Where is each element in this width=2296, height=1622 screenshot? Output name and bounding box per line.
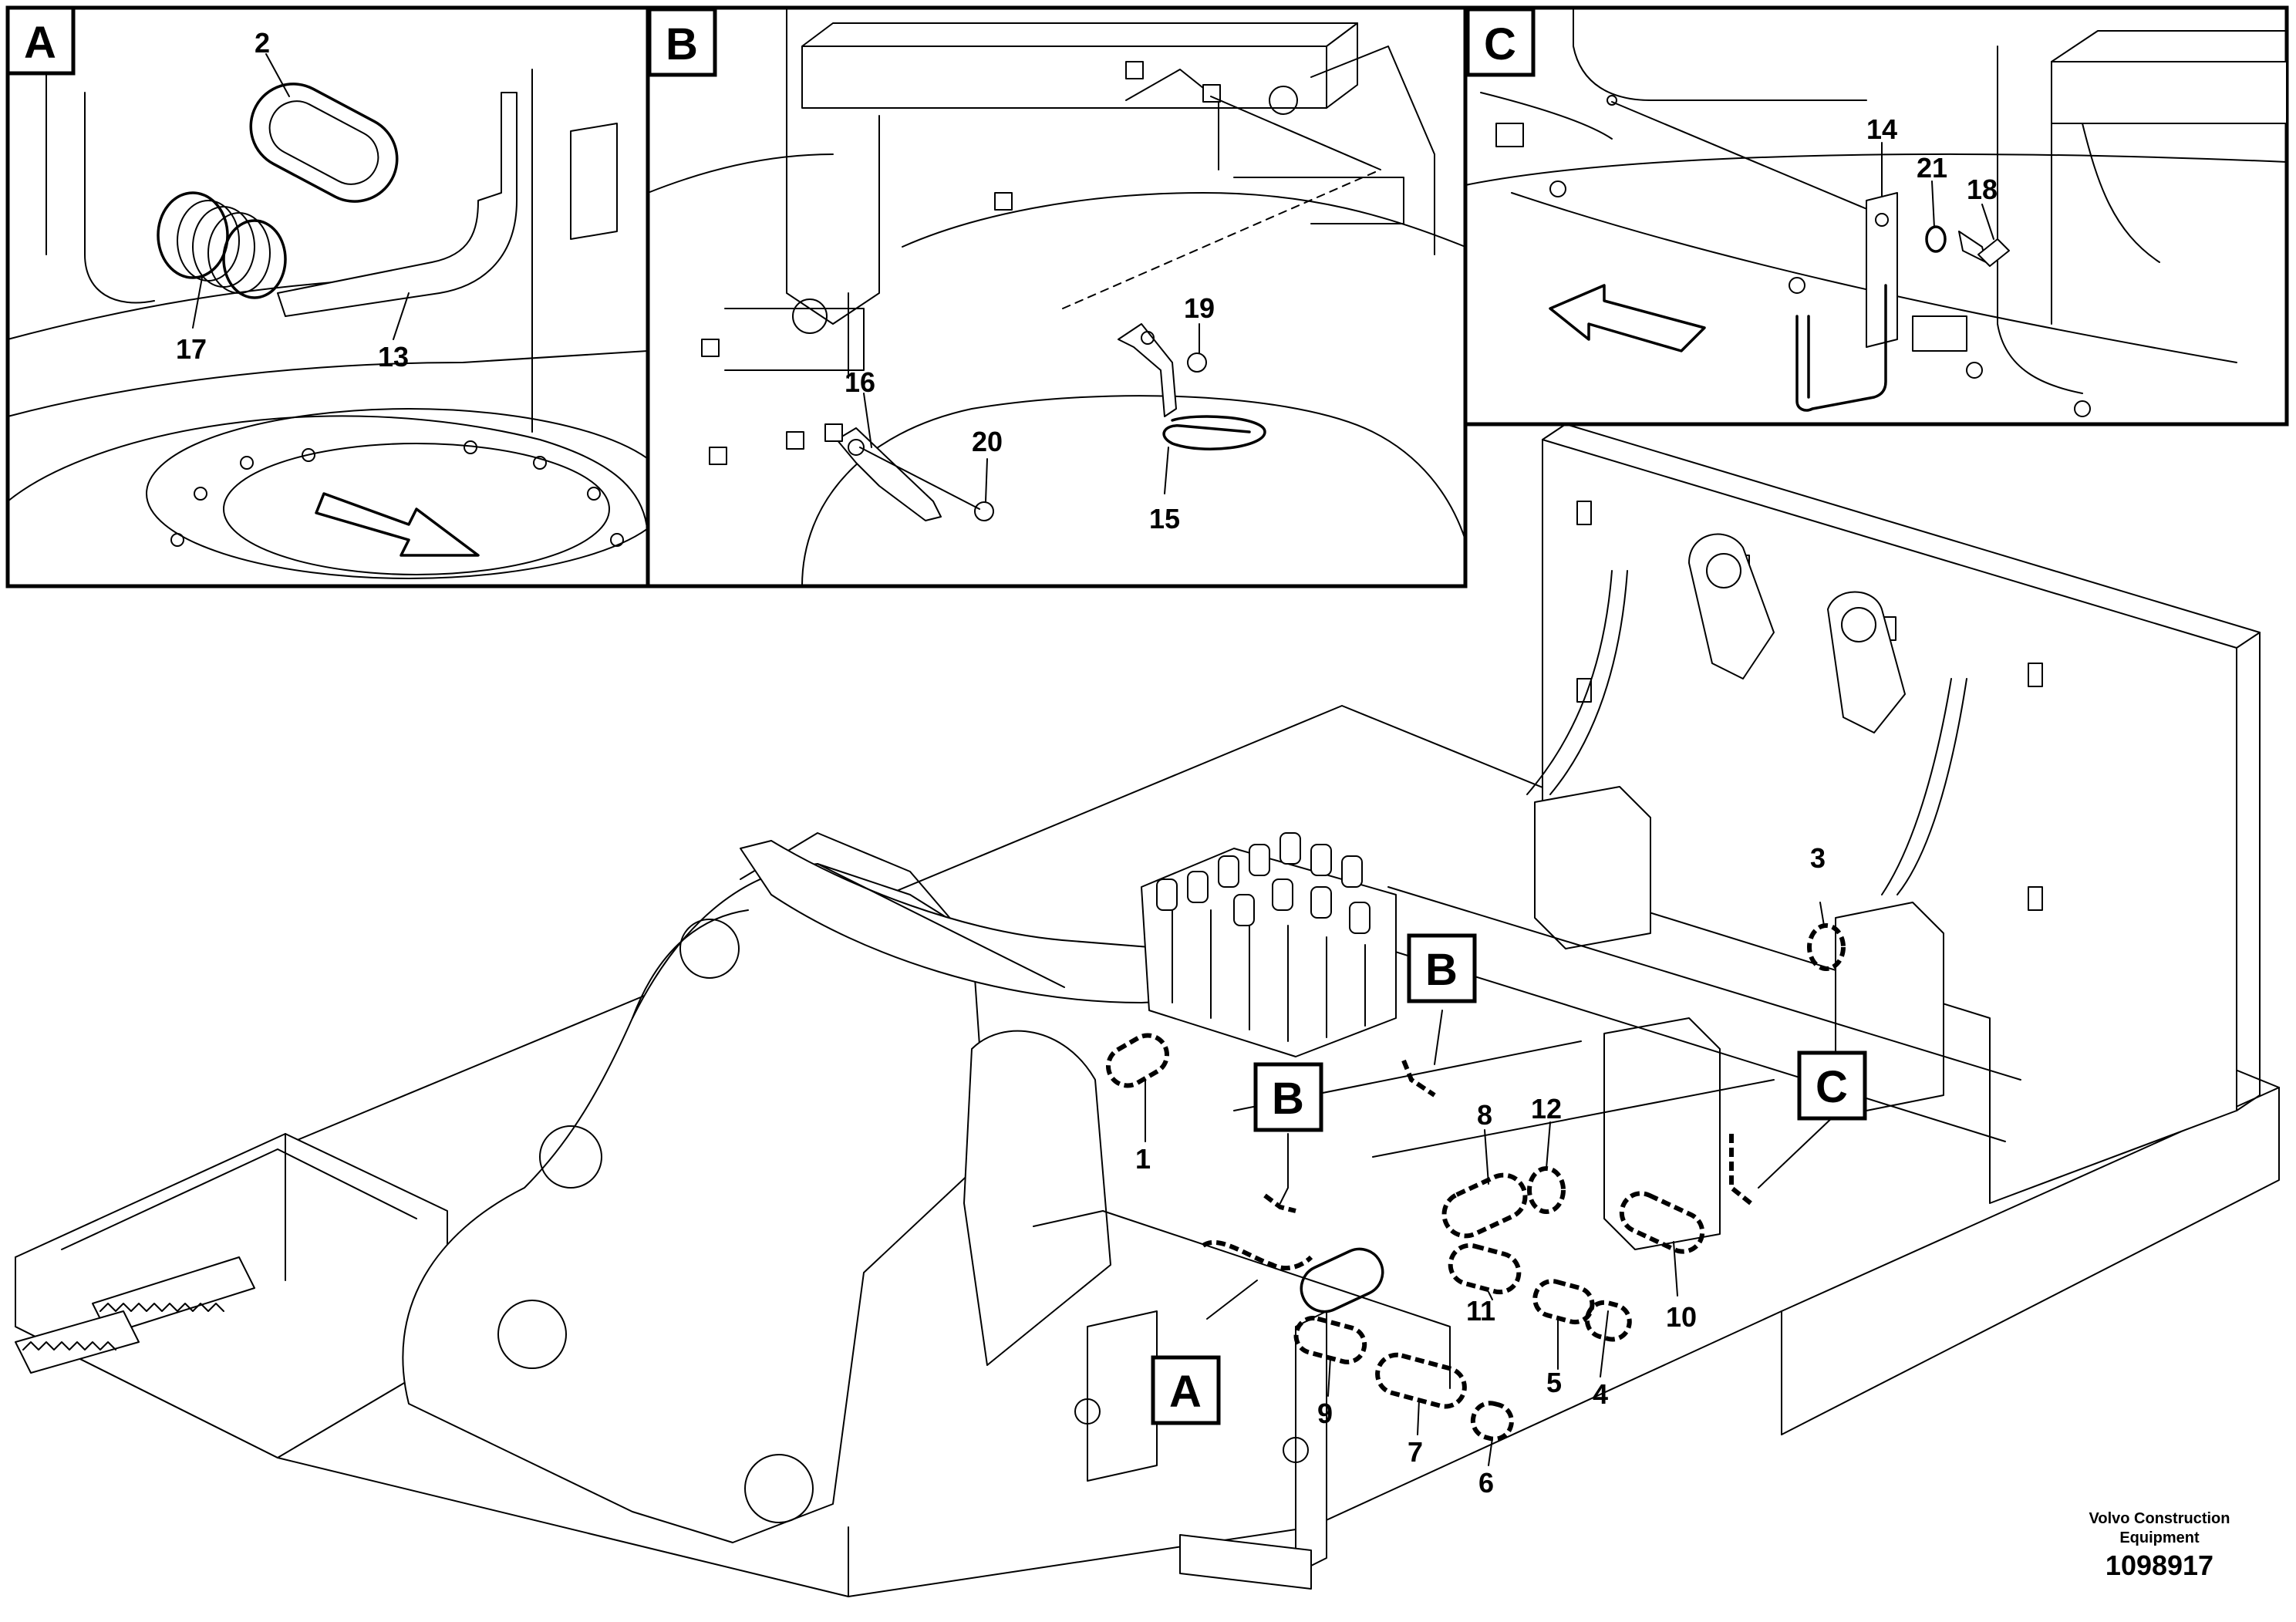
main-assembly-view: 1 3 4 5 6 7 8 9 10 11 12 B B A C xyxy=(15,423,2280,1597)
callout-11: 11 xyxy=(1466,1295,1495,1327)
callout-8: 8 xyxy=(1477,1099,1492,1131)
callout-21: 21 xyxy=(1917,152,1947,184)
detail-tag-a: A xyxy=(24,18,56,68)
callout-5: 5 xyxy=(1546,1367,1562,1398)
drawing-number: 1098917 xyxy=(2106,1549,2213,1581)
callout-10: 10 xyxy=(1666,1301,1697,1333)
control-valve xyxy=(1141,832,1397,1057)
callout-2: 2 xyxy=(255,27,270,59)
footer-block: Volvo Construction Equipment 1098917 xyxy=(2089,1510,2230,1581)
company-name-line2: Equipment xyxy=(2119,1529,2200,1546)
main-tag-a: A xyxy=(1169,1367,1202,1417)
callout-3: 3 xyxy=(1810,842,1826,874)
callout-12: 12 xyxy=(1531,1093,1562,1125)
detail-tag-c: C xyxy=(1484,19,1516,69)
main-tag-c: C xyxy=(1816,1062,1848,1112)
callout-1: 1 xyxy=(1135,1143,1151,1175)
callout-15: 15 xyxy=(1149,503,1180,534)
callout-4: 4 xyxy=(1593,1378,1608,1410)
callout-9: 9 xyxy=(1317,1398,1333,1429)
callout-14: 14 xyxy=(1866,113,1897,145)
detail-tag-b: B xyxy=(666,19,698,69)
callout-6: 6 xyxy=(1478,1467,1494,1499)
callout-13: 13 xyxy=(378,341,409,373)
callout-20: 20 xyxy=(972,426,1003,457)
callout-19: 19 xyxy=(1184,292,1215,324)
callout-7: 7 xyxy=(1408,1436,1423,1468)
main-tag-b-lower: B xyxy=(1272,1074,1304,1124)
callout-16: 16 xyxy=(845,366,875,398)
company-name-line1: Volvo Construction xyxy=(2089,1510,2230,1527)
detail-view-a: 2 17 13 A xyxy=(5,5,672,588)
main-tag-b-upper: B xyxy=(1425,945,1458,995)
callout-18: 18 xyxy=(1967,174,1998,205)
detail-view-c: 14 21 18 C xyxy=(1463,5,2289,427)
callout-17: 17 xyxy=(176,333,207,365)
detail-view-b: 16 19 20 15 B xyxy=(646,5,1468,588)
